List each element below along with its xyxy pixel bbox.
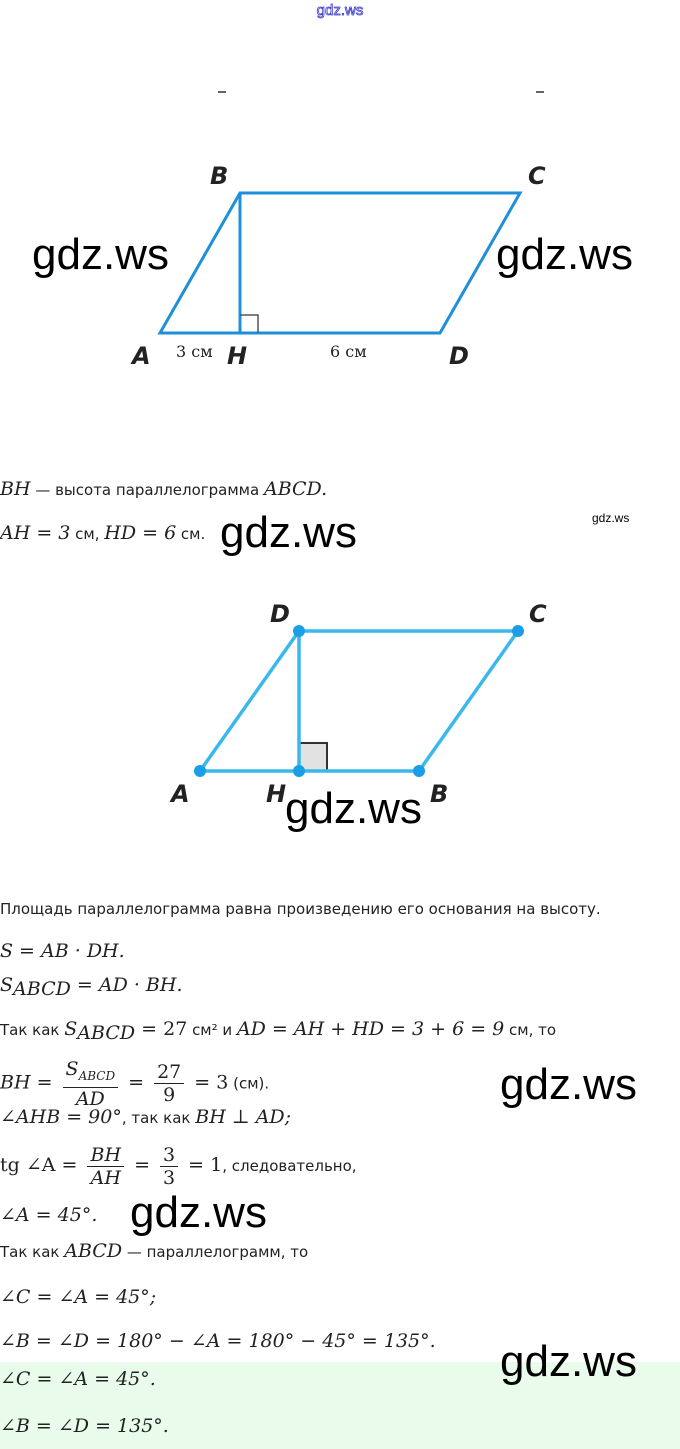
math: AD = AH + HD = 3 + 6 = 9: [236, 1018, 505, 1040]
math: S: [0, 974, 14, 996]
right-angle-mark: [298, 742, 328, 772]
label-b: B: [210, 162, 228, 190]
label-b: B: [430, 780, 448, 808]
math: 3: [160, 1144, 179, 1167]
math: = 27: [135, 1018, 188, 1040]
formula: ∠B = ∠D = 180° − ∠A = 180° − 45° = 135°.: [0, 1330, 436, 1352]
label-c: C: [529, 600, 547, 628]
answer-highlight: [0, 1362, 680, 1449]
math: ABCD: [78, 1068, 116, 1083]
text: Так как: [0, 1021, 65, 1039]
length-ah: 3 см: [176, 342, 213, 361]
text-line: Так как ABCD — параллелограмм, то: [0, 1240, 308, 1262]
label-h: H: [227, 342, 247, 370]
text: — параллелограмм, то: [122, 1243, 309, 1261]
answer-line: ∠B = ∠D = 135°.: [0, 1415, 169, 1437]
label-a: A: [130, 342, 151, 370]
label-c: C: [528, 162, 546, 190]
text-line: Площадь параллелограмма равна произведен…: [0, 900, 601, 918]
fraction: SABCD AD: [62, 1058, 119, 1110]
watermark: gdz.ws: [32, 230, 169, 279]
formula: ∠A = 45°.: [0, 1204, 98, 1226]
parallelogram-abcd: [157, 191, 523, 335]
math: ABCD: [64, 1240, 123, 1262]
length-hd: 6 см: [330, 342, 367, 361]
figure-1: A B C D H 3 см 6 см: [130, 91, 546, 370]
math: BH =: [0, 1071, 59, 1094]
math: 9: [163, 1084, 176, 1107]
top-watermark[interactable]: gdz.ws: [316, 2, 364, 20]
watermark: gdz.ws: [592, 511, 630, 525]
formula: S = AB · DH.: [0, 940, 125, 962]
watermark: gdz.ws: [496, 230, 633, 279]
math: BH ⊥ AD;: [195, 1106, 292, 1128]
point-c: [512, 625, 524, 637]
formula: ∠C = ∠A = 45°;: [0, 1286, 157, 1308]
math: ABCD: [77, 1022, 136, 1045]
math: ∠AHB = 90°: [0, 1106, 122, 1128]
point-a: [194, 765, 206, 777]
math: = 3: [188, 1071, 229, 1094]
watermark: gdz.ws: [500, 1337, 637, 1386]
watermark: gdz.ws: [285, 784, 422, 833]
text: Так как: [0, 1243, 65, 1261]
math: BH: [0, 478, 31, 500]
text-line: AH = 3 см, HD = 6 см.: [0, 522, 205, 544]
text: см, то: [504, 1021, 557, 1039]
math: HD = 6: [104, 522, 177, 544]
math: ABCD.: [263, 478, 328, 500]
parallelogram-abcd: [196, 629, 522, 773]
point-h: [293, 765, 305, 777]
point-b: [413, 765, 425, 777]
math: =: [122, 1071, 151, 1094]
text-line: Так как SABCD = 27 см² и AD = AH + HD = …: [0, 1018, 556, 1044]
math: S: [65, 1058, 79, 1080]
math: AH = 3: [0, 522, 71, 544]
text: см.: [176, 525, 206, 543]
text: (см).: [228, 1074, 270, 1093]
text: см² и: [187, 1021, 237, 1039]
label-d: D: [449, 342, 469, 370]
math: = AD · BH.: [70, 974, 183, 996]
text-line: BH — высота параллелограмма ABCD.: [0, 478, 327, 500]
math: tg ∠A =: [0, 1154, 84, 1176]
math: S: [64, 1018, 78, 1040]
text: см,: [70, 525, 105, 543]
figure-2: A B C D H: [169, 600, 547, 808]
watermark: gdz.ws: [500, 1060, 637, 1109]
text: , следовательно,: [222, 1157, 357, 1175]
math: AD: [75, 1087, 105, 1110]
point-d: [293, 625, 305, 637]
math: ABCD: [13, 978, 71, 1001]
text: , так как: [121, 1109, 196, 1127]
math: AH: [90, 1167, 121, 1189]
text-line: ∠AHB = 90°, так как BH ⊥ AD;: [0, 1106, 291, 1128]
text: — высота параллелограмма: [30, 481, 264, 499]
formula: SABCD = AD · BH.: [0, 974, 183, 1000]
label-d: D: [270, 600, 290, 628]
watermark: gdz.ws: [220, 508, 357, 557]
label-h: H: [266, 780, 286, 808]
watermark: gdz.ws: [130, 1188, 267, 1237]
math: 27: [154, 1061, 185, 1085]
math: = 1: [182, 1154, 223, 1176]
right-angle-mark: [240, 314, 259, 333]
label-a: A: [169, 780, 190, 808]
answer-line: ∠C = ∠A = 45°.: [0, 1368, 156, 1390]
math: 3: [163, 1167, 176, 1189]
math: BH: [87, 1144, 125, 1167]
